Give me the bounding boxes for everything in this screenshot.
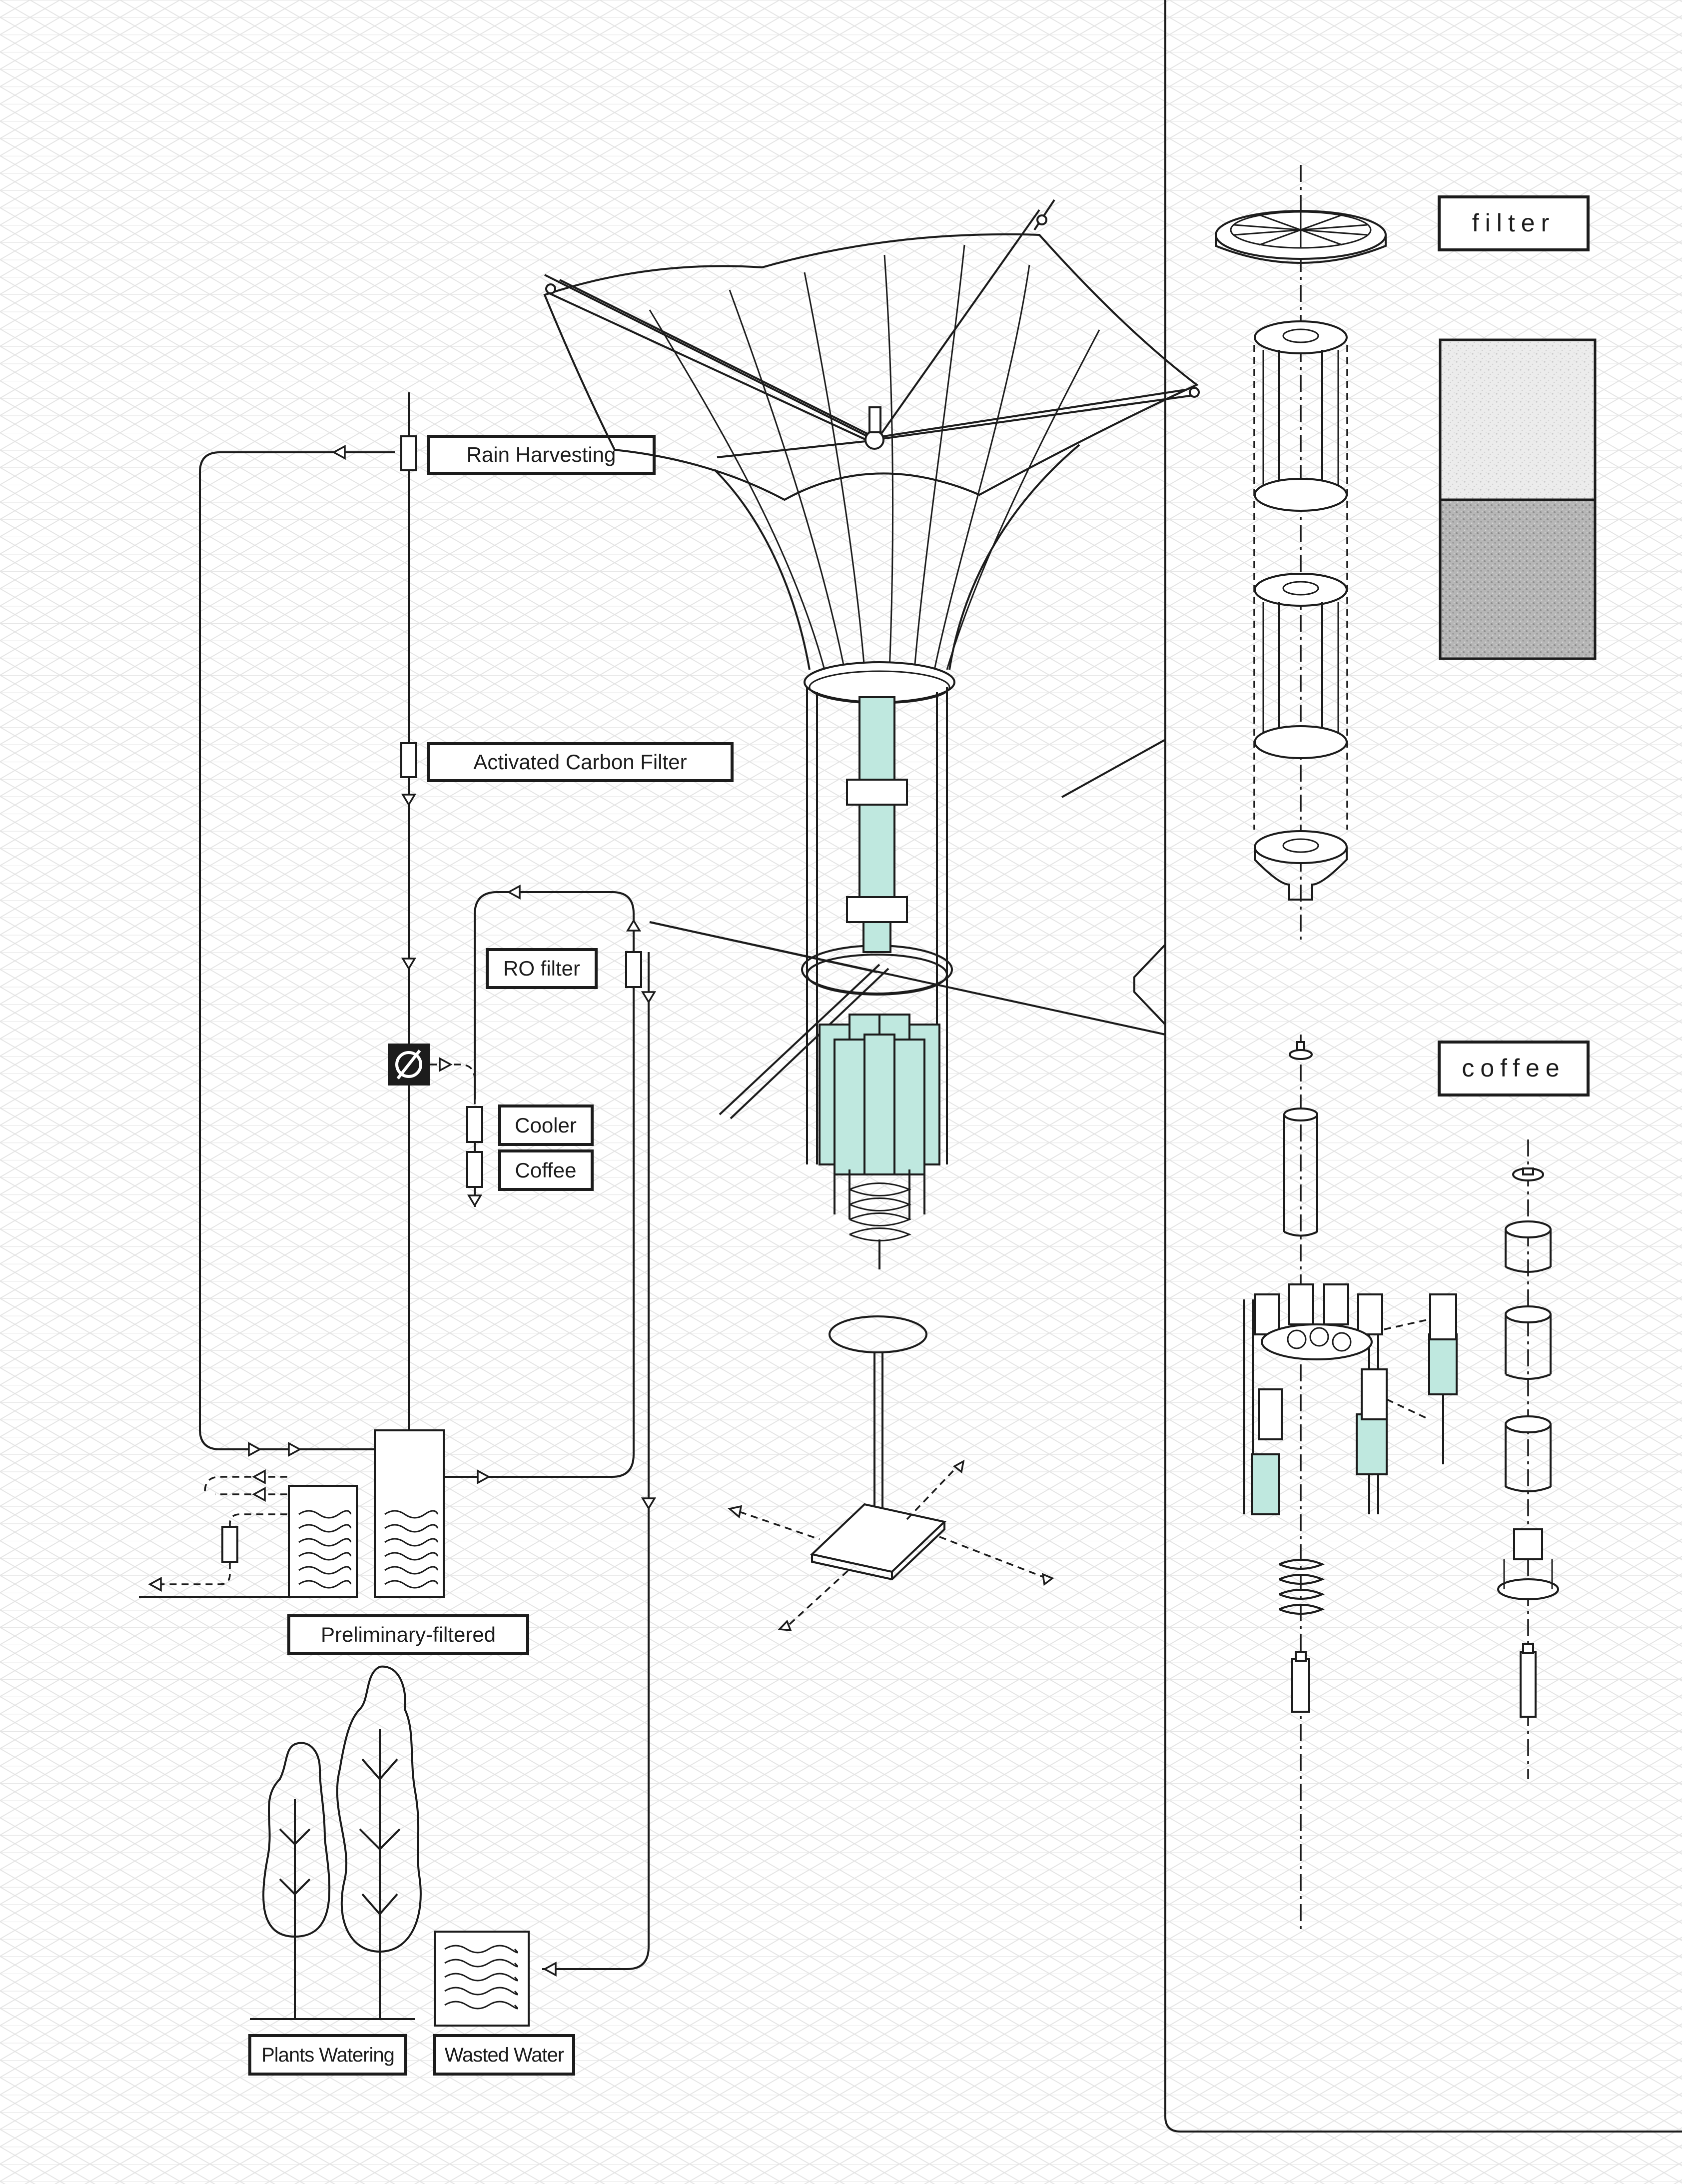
svg-text:Rain Harvesting: Rain Harvesting bbox=[467, 443, 616, 466]
label-activated-carbon-filter: Activated Carbon Filter bbox=[427, 742, 734, 782]
exploded-view-panel-frame bbox=[1133, 0, 1682, 2133]
svg-text:Plants Watering: Plants Watering bbox=[261, 2044, 394, 2066]
label-preliminary-filtered: Preliminary-filtered bbox=[287, 1614, 529, 1655]
coffee-exploded-view bbox=[1243, 1035, 1559, 1934]
svg-text:Preliminary-filtered: Preliminary-filtered bbox=[321, 1623, 496, 1646]
swatch-fine-media bbox=[1439, 338, 1597, 501]
label-coffee-step: Coffee bbox=[498, 1149, 594, 1191]
svg-text:coffee: coffee bbox=[1462, 1054, 1565, 1082]
svg-text:Activated Carbon Filter: Activated Carbon Filter bbox=[473, 750, 687, 774]
svg-text:Cooler: Cooler bbox=[515, 1113, 577, 1137]
label-ro-filter: RO filter bbox=[486, 948, 598, 989]
svg-text:filter: filter bbox=[1472, 209, 1555, 237]
filter-cartridge-column bbox=[846, 696, 908, 953]
tree-icon bbox=[262, 1742, 331, 2019]
svg-text:Wasted Water: Wasted Water bbox=[445, 2044, 564, 2066]
water-tank-icon bbox=[374, 1429, 445, 1598]
svg-text:RO filter: RO filter bbox=[503, 957, 580, 980]
water-tank-icon bbox=[434, 1931, 530, 2027]
pole-and-base bbox=[728, 1315, 1054, 1631]
funnel-canopy bbox=[543, 199, 1200, 704]
label-coffee-title: coffee bbox=[1438, 1041, 1590, 1096]
label-rain-harvesting: Rain Harvesting bbox=[427, 435, 656, 475]
filter-exploded-view bbox=[1215, 165, 1387, 940]
coffee-cartridge-cluster bbox=[819, 1014, 940, 1269]
filter-media-swatches bbox=[1439, 338, 1597, 660]
label-cooler: Cooler bbox=[498, 1104, 594, 1146]
label-plants-watering: Plants Watering bbox=[248, 2034, 407, 2076]
diameter-valve-icon bbox=[388, 1044, 430, 1086]
label-wasted-water: Wasted Water bbox=[433, 2034, 575, 2076]
swatch-coarse-media bbox=[1439, 498, 1597, 660]
label-filter-title: filter bbox=[1438, 195, 1590, 251]
svg-text:Coffee: Coffee bbox=[515, 1158, 577, 1182]
water-tank-icon bbox=[288, 1485, 358, 1598]
flow-diagram bbox=[139, 392, 657, 2027]
tree-icon bbox=[336, 1665, 422, 2019]
